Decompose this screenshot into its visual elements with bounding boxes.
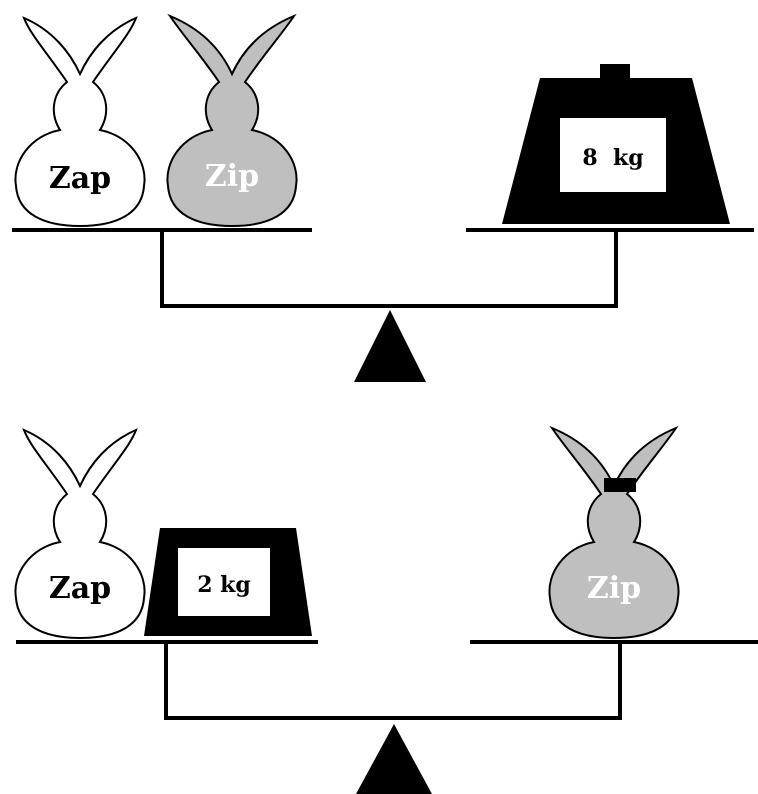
bunny-zip-label: Zip [587, 571, 641, 606]
weight-8kg-label: 8 kg [582, 145, 643, 171]
scale-1-fulcrum [354, 310, 426, 382]
bunny-zip-body [548, 425, 680, 640]
bunny-zip: Zip [166, 13, 298, 228]
weight-8kg-label-box [560, 118, 666, 192]
scale-2-beam [16, 640, 758, 720]
bunny-zap-label: Zap [49, 571, 111, 606]
bunny-zip: Zip [548, 425, 680, 640]
weight-2kg: 2 kg [144, 528, 312, 636]
weight-2kg-label-box [178, 548, 270, 616]
bunny-zip-body [166, 13, 298, 228]
bunny-zap-body [14, 16, 146, 228]
scale-2: Zap 2 kg Zip [14, 425, 758, 794]
scale-2-fulcrum [356, 724, 432, 794]
weight-8kg-handle [600, 64, 630, 80]
scale-1: Zap Zip 8 kg [12, 13, 754, 382]
bunny-zap-body [14, 428, 146, 640]
weight-8kg: 8 kg [502, 64, 730, 224]
bunny-zip-label: Zip [205, 159, 259, 194]
bunny-zap-label: Zap [49, 161, 111, 196]
bunny-zap: Zap [14, 16, 146, 228]
weight-2kg-label: 2 kg [197, 572, 251, 598]
bunny-zip-headband [604, 478, 636, 492]
scale-1-beam [12, 228, 754, 308]
bunny-zap: Zap [14, 428, 146, 640]
